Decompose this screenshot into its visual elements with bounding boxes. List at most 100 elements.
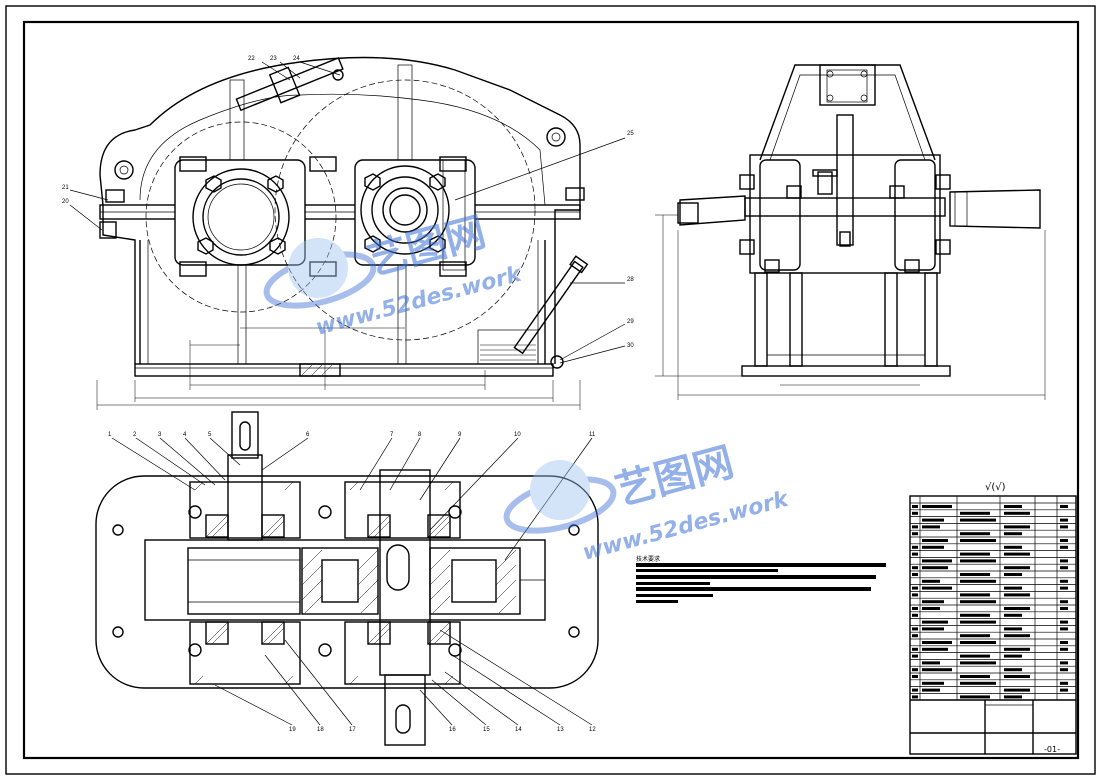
bom-cell-text [960, 641, 996, 644]
bom-cell-text [912, 634, 918, 638]
bom-cell-text [1060, 559, 1068, 563]
bom-cell-text [922, 681, 944, 685]
bom-cell-text [922, 566, 948, 570]
bom-cell-text [1060, 661, 1068, 665]
bom-cell-text [960, 579, 996, 583]
bom-cell-text [1004, 545, 1022, 549]
bom-cell-text [960, 620, 996, 624]
part-number-21: 21 [62, 185, 69, 191]
bom-cell-text [960, 539, 996, 542]
bom-cell-text [922, 518, 944, 522]
bom-cell-text [922, 647, 948, 651]
bom-cell-text [922, 525, 940, 529]
title-block: √(√) -01- [909, 482, 1077, 755]
part-number-16: 16 [449, 727, 456, 733]
bom-cell-text [960, 559, 996, 563]
part-number-24: 24 [293, 56, 300, 62]
bom-cell-text [912, 613, 918, 617]
plan-view: 1 2 3 4 5 6 7 8 9 10 11 19 18 17 16 15 1… [95, 411, 599, 746]
bom-cell-text [922, 668, 952, 672]
inner-border [22, 20, 1080, 760]
part-number-2: 2 [133, 432, 137, 438]
bom-cell-text [912, 668, 918, 672]
part-number-30: 30 [627, 343, 634, 349]
part-number-28: 28 [627, 277, 634, 283]
bom-cell-text [960, 593, 990, 597]
bom-cell-text [1004, 573, 1022, 576]
part-number-13: 13 [557, 727, 564, 733]
bom-cell-text [1060, 668, 1068, 672]
bom-cell-text [1060, 566, 1068, 570]
part-number-12: 12 [589, 727, 596, 733]
bom-cell-text [1004, 566, 1030, 570]
bom-cell-text [1004, 695, 1022, 699]
bom-cell-text [922, 600, 944, 604]
front-view: 22 23 24 25 21 20 28 29 30 [62, 56, 634, 410]
bom-cell-text [922, 559, 952, 563]
bom-cell-text [1004, 552, 1030, 556]
bom-cell-text [960, 661, 996, 665]
bom-cell-text [912, 505, 918, 508]
bom-cell-text [1060, 518, 1068, 522]
bom-cell-text [912, 532, 918, 536]
part-number-4: 4 [183, 432, 187, 438]
bom-cell-text [1004, 525, 1030, 529]
drawing-code: -01- [1044, 745, 1060, 754]
part-number-3: 3 [158, 432, 162, 438]
bom-cell-text [922, 641, 952, 644]
bom-cell-text [1004, 688, 1030, 692]
part-number-29: 29 [627, 319, 634, 325]
bom-cell-text [912, 552, 918, 556]
bom-cell-text [912, 688, 918, 692]
bom-cell-text [1004, 532, 1022, 536]
bom-cell-text [1060, 586, 1068, 590]
part-number-23: 23 [270, 56, 277, 62]
bom-cell-text [960, 681, 996, 685]
part-number-14: 14 [515, 727, 522, 733]
bom-cell-text [1060, 620, 1068, 624]
bom-cell-text [1004, 654, 1022, 658]
bom-cell-text [960, 634, 990, 638]
tech-requirements-title: 技术要求 [636, 555, 660, 563]
roughness-symbol: √(√) [985, 482, 1006, 493]
bom-cell-text [1060, 641, 1068, 644]
bom-cell-text [1004, 505, 1022, 508]
bom-cell-text [1004, 613, 1022, 617]
bom-cell-text [960, 675, 990, 678]
part-number-6: 6 [306, 432, 310, 438]
bom-cell-text [922, 627, 944, 631]
bom-cell-text [1004, 511, 1030, 515]
bom-cell-text [1060, 627, 1068, 631]
part-number-19: 19 [289, 727, 296, 733]
bom-cell-text [912, 675, 918, 678]
bom-cell-text [960, 573, 990, 576]
bom-cell-text [1060, 600, 1068, 604]
bom-cell-text [960, 695, 990, 699]
bom-cell-text [1060, 505, 1068, 508]
part-number-17: 17 [349, 727, 356, 733]
bom-cell-text [922, 688, 940, 692]
bom-cell-text [1060, 681, 1068, 685]
watermark: 艺图网 www.52des.work 艺图网 www.52des.work [263, 209, 792, 566]
bom-cell-text [912, 654, 918, 658]
bom-cell-text [912, 586, 918, 590]
bom-cell-text [960, 613, 990, 617]
bom-cell-text [1060, 647, 1068, 651]
bom-cell-text [912, 525, 918, 529]
bom-cell-text [1060, 688, 1068, 692]
bom-cell-text [960, 518, 996, 522]
part-number-22: 22 [248, 56, 255, 62]
bom-cell-text [1004, 593, 1030, 597]
bom-cell-text [1004, 634, 1030, 638]
part-number-9: 9 [458, 432, 462, 438]
bom-cell-text [1004, 607, 1030, 610]
part-number-7: 7 [390, 432, 394, 438]
bom-cell-text [922, 505, 952, 508]
bom-cell-text [912, 566, 918, 570]
part-number-10: 10 [514, 432, 521, 438]
bom-cell-text [1060, 525, 1068, 529]
bom-cell-text [1004, 627, 1022, 631]
bom-cell-text [1004, 586, 1022, 590]
bom-cell-text [912, 573, 918, 576]
